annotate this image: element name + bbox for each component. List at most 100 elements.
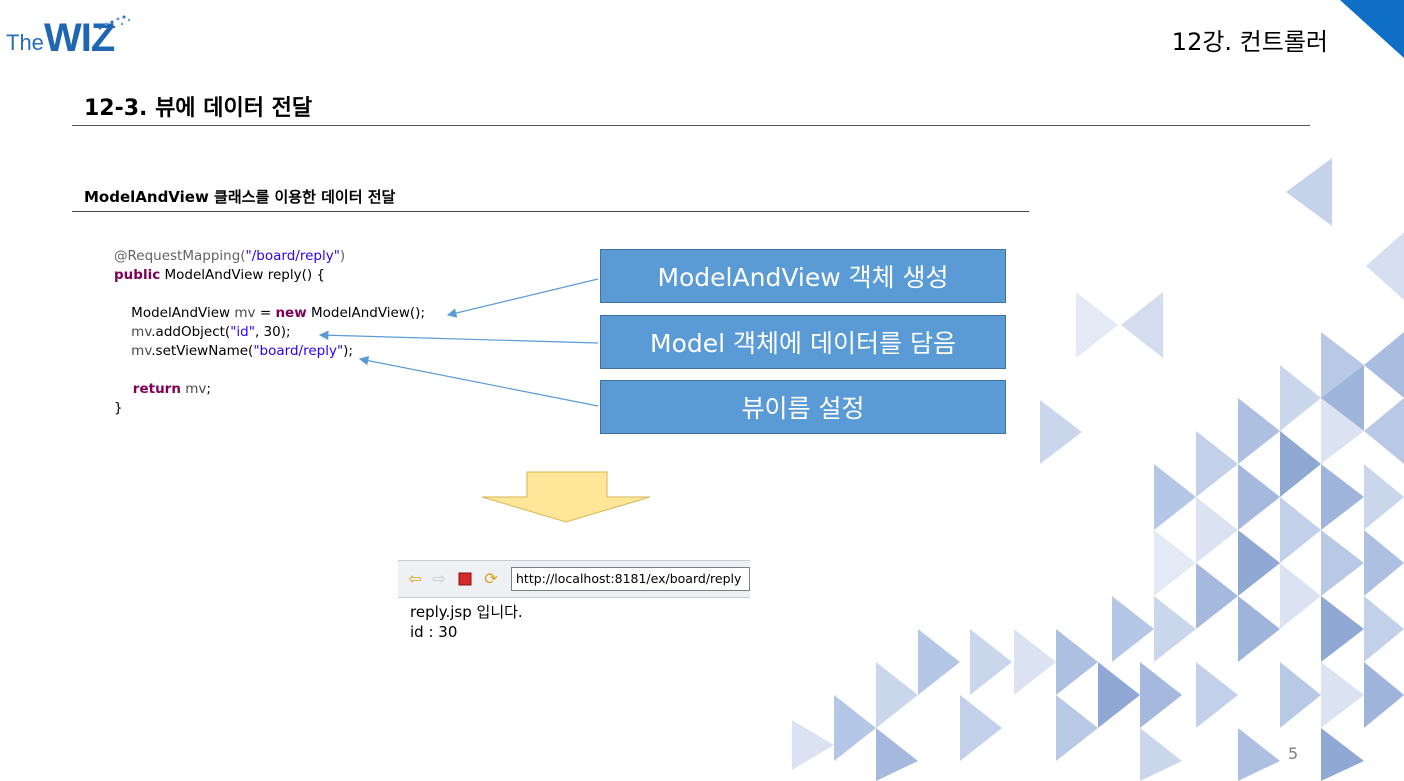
deco-triangle — [876, 728, 918, 781]
deco-triangle — [1364, 662, 1404, 728]
stop-icon[interactable] — [456, 570, 474, 588]
refresh-icon[interactable]: ⟳ — [484, 569, 498, 588]
code-text: ); — [343, 343, 353, 359]
code-variable: mv — [180, 381, 207, 397]
callout-add-data: Model 객체에 데이터를 담음 — [600, 315, 1006, 369]
code-line-blank — [114, 285, 425, 304]
code-variable: mv — [114, 324, 152, 340]
code-keyword: return — [114, 381, 181, 397]
deco-triangle — [1238, 398, 1280, 464]
down-arrow-icon — [481, 471, 651, 523]
title-divider — [72, 125, 1310, 126]
deco-triangle — [1280, 431, 1321, 497]
deco-triangle — [1154, 530, 1196, 596]
deco-triangle — [1321, 398, 1364, 464]
deco-triangle — [1140, 662, 1182, 728]
code-text: .setViewName( — [151, 343, 254, 359]
section-subtitle: ModelAndView 클래스를 이용한 데이터 전달 — [84, 188, 396, 206]
code-line: return mv; — [114, 380, 425, 399]
deco-triangle — [1196, 497, 1238, 563]
deco-triangle — [1112, 596, 1154, 662]
deco-triangle — [1280, 365, 1321, 431]
deco-triangle — [1364, 464, 1404, 530]
page-content: reply.jsp 입니다. id : 30 — [410, 602, 523, 642]
code-line: mv.addObject("id", 30); — [114, 323, 425, 342]
deco-triangle — [1321, 464, 1364, 530]
callout-set-view: 뷰이름 설정 — [600, 380, 1006, 434]
deco-triangle — [1280, 563, 1321, 629]
deco-triangle — [1321, 365, 1364, 431]
code-string: "/board/reply" — [245, 248, 340, 264]
browser-toolbar: ⇦ ⇨ ⟳ http://localhost:8181/ex/board/rep… — [398, 560, 750, 598]
deco-triangle — [1280, 497, 1321, 563]
deco-triangle — [1238, 464, 1280, 530]
deco-triangle — [1056, 629, 1098, 695]
deco-triangle — [1014, 629, 1056, 695]
content-line: reply.jsp 입니다. — [410, 603, 523, 621]
deco-triangle — [1040, 400, 1082, 464]
lecture-title: 12강. 컨트롤러 — [1171, 28, 1328, 56]
arrow-to-create — [446, 278, 599, 318]
deco-triangle — [1121, 292, 1163, 358]
deco-triangle — [1321, 728, 1364, 781]
deco-triangle — [1196, 662, 1238, 728]
code-keyword: public — [114, 267, 161, 283]
content-line: id : 30 — [410, 623, 458, 641]
code-text: ; — [206, 381, 211, 397]
code-text: ModelAndView(); — [306, 305, 425, 321]
deco-triangle — [1154, 464, 1196, 530]
callout-create-object: ModelAndView 객체 생성 — [600, 249, 1006, 303]
deco-triangle — [1321, 530, 1364, 596]
page-number: 5 — [1288, 744, 1299, 763]
code-line: mv.setViewName("board/reply"); — [114, 342, 425, 361]
deco-triangle — [1364, 530, 1404, 596]
code-variable: mv — [234, 305, 256, 321]
deco-triangle — [1140, 728, 1182, 781]
address-bar[interactable]: http://localhost:8181/ex/board/reply — [511, 567, 750, 591]
deco-triangle — [1366, 232, 1404, 300]
code-text: ) — [339, 248, 346, 264]
code-text: = — [255, 305, 276, 321]
code-text: , 30); — [254, 324, 291, 340]
code-line: ModelAndView mv = new ModelAndView(); — [114, 304, 425, 323]
code-text: ModelAndView reply() { — [160, 267, 325, 283]
deco-triangle — [834, 695, 876, 761]
deco-triangle — [792, 720, 834, 770]
deco-triangle — [1321, 332, 1364, 398]
deco-triangle — [1056, 695, 1098, 761]
deco-triangle — [1238, 728, 1280, 781]
deco-triangle — [1154, 596, 1196, 662]
subtitle-divider — [72, 211, 1029, 212]
code-keyword: new — [275, 305, 307, 321]
deco-triangle — [1321, 662, 1364, 728]
deco-triangle — [1364, 332, 1404, 398]
code-line: public ModelAndView reply() { — [114, 266, 425, 285]
code-line-blank — [114, 361, 425, 380]
logo-wiz-text: WIZ — [44, 16, 115, 60]
code-snippet: @RequestMapping("/board/reply") public M… — [114, 247, 425, 418]
forward-arrow-icon[interactable]: ⇨ — [432, 569, 446, 588]
deco-triangle — [970, 629, 1012, 695]
deco-triangle — [1364, 596, 1404, 662]
code-text: ModelAndView — [114, 305, 235, 321]
logo-stars-icon — [98, 15, 131, 30]
deco-triangle — [918, 629, 960, 695]
logo-the-text: The — [6, 30, 44, 55]
corner-accent-triangle — [1340, 0, 1404, 58]
code-text: .addObject( — [151, 324, 231, 340]
code-variable: mv — [114, 343, 152, 359]
deco-triangle — [960, 695, 1002, 761]
back-arrow-icon[interactable]: ⇦ — [408, 569, 422, 588]
deco-triangle — [1364, 398, 1404, 464]
deco-triangle — [1098, 662, 1140, 728]
browser-result-window: ⇦ ⇨ ⟳ http://localhost:8181/ex/board/rep… — [398, 560, 750, 655]
deco-triangle — [1238, 596, 1280, 662]
deco-triangle — [1286, 158, 1332, 226]
code-string: "board/reply" — [253, 343, 344, 359]
thewiz-logo: The WIZ — [6, 14, 136, 60]
deco-triangle — [876, 662, 918, 728]
code-string: "id" — [230, 324, 255, 340]
deco-triangle — [1076, 292, 1118, 358]
deco-triangle — [1321, 596, 1364, 662]
deco-triangle — [1196, 563, 1238, 629]
